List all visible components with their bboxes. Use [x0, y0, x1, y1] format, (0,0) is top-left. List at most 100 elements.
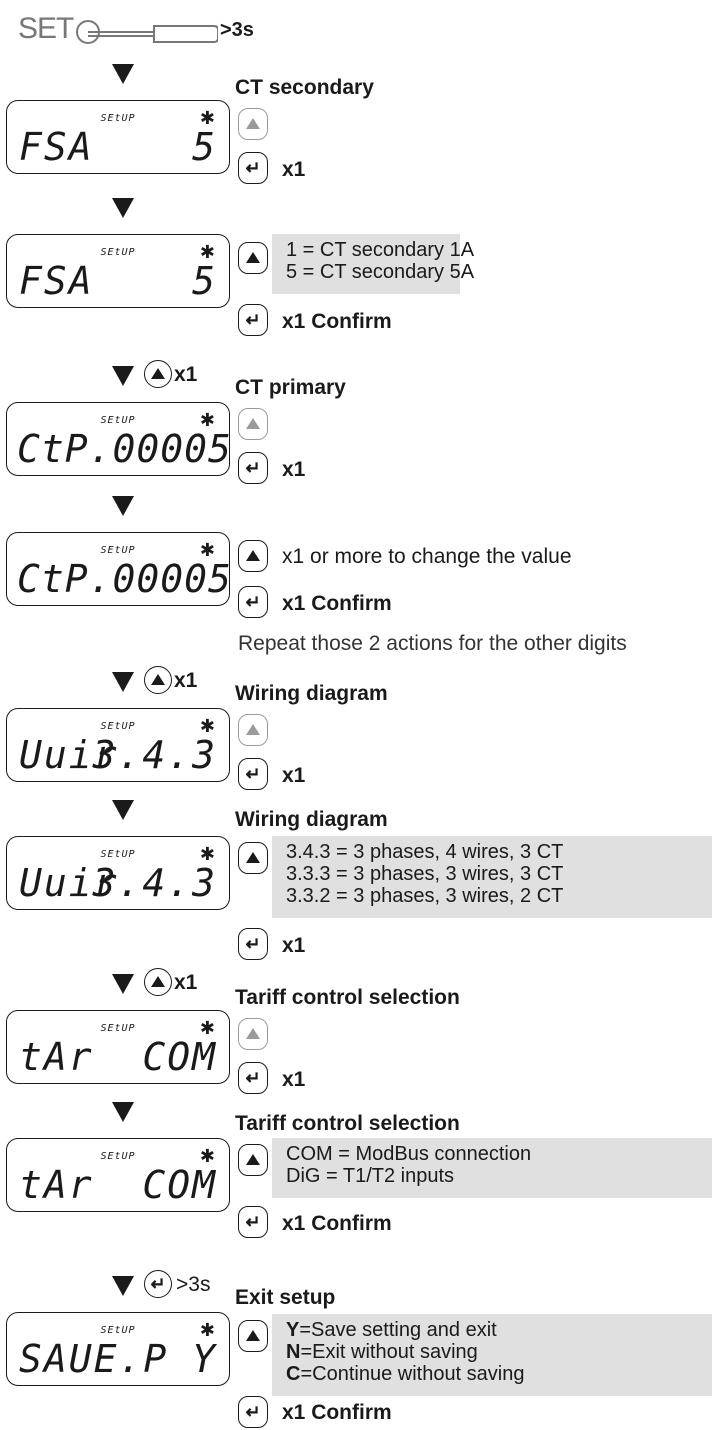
- confirm-label: x1 Confirm: [282, 1401, 392, 1424]
- arrow-hold-label: >3s: [176, 1273, 211, 1296]
- lcd-setup-label: SEtUP: [100, 545, 136, 556]
- options-note: [272, 1314, 712, 1396]
- lcd-setup-label: SEtUP: [100, 415, 136, 426]
- enter-count-label: x1: [282, 158, 306, 181]
- lcd-value: CtP.00005: [17, 557, 232, 601]
- lcd-panel: SEtUP ✱ CtP.00005: [6, 402, 231, 476]
- hold-time-label: >3s: [220, 19, 254, 41]
- lcd-left-value: FSA: [19, 125, 94, 169]
- up-key-icon: [144, 666, 172, 694]
- lcd-panel: SEtUP ✱ SAUE.P Y: [6, 1312, 230, 1386]
- up-key-icon: [144, 360, 172, 388]
- enter-count-label: x1: [282, 458, 306, 481]
- asterisk-icon: ✱: [199, 844, 215, 864]
- up-key-icon: [238, 714, 268, 746]
- options-note: [272, 1138, 712, 1198]
- lcd-right-value: 5: [192, 125, 217, 169]
- enter-count-label: x1: [282, 764, 306, 787]
- up-key-icon: [238, 1144, 268, 1176]
- lcd-left-value: FSA: [19, 259, 94, 303]
- option-text: =Continue without saving: [300, 1363, 525, 1385]
- lcd-left-value: tAr: [19, 1163, 94, 1207]
- option-key: C: [286, 1363, 301, 1385]
- asterisk-icon: ✱: [199, 1320, 215, 1340]
- step-title: CT primary: [235, 376, 346, 399]
- up-key-icon: [144, 968, 172, 996]
- flow-arrow-icon: [112, 1102, 134, 1122]
- enter-key-icon: ↵: [238, 1206, 268, 1238]
- flow-arrow-icon: [112, 198, 134, 218]
- asterisk-icon: ✱: [199, 1146, 215, 1166]
- arrow-count-label: x1: [174, 669, 198, 692]
- option-line: 5 = CT secondary 5A: [286, 261, 475, 283]
- asterisk-icon: ✱: [199, 242, 215, 262]
- enter-key-icon: ↵: [238, 1396, 268, 1428]
- lcd-setup-label: SEtUP: [100, 849, 136, 860]
- enter-key-icon: ↵: [238, 586, 268, 618]
- option-line: 3.3.3 = 3 phases, 3 wires, 3 CT: [286, 863, 564, 885]
- option-key: N: [286, 1341, 301, 1363]
- step-title: CT secondary: [235, 76, 374, 99]
- options-note: [272, 836, 712, 918]
- lcd-right-value: 3.4.3: [92, 861, 217, 905]
- flow-arrow-icon: [112, 496, 134, 516]
- arrow-count-label: x1: [174, 363, 198, 386]
- enter-key-icon: ↵: [238, 758, 268, 790]
- option-text: =Save setting and exit: [299, 1319, 497, 1341]
- repeat-note: Repeat those 2 actions for the other dig…: [238, 632, 627, 655]
- option-key: Y: [286, 1319, 300, 1341]
- lcd-panel: SEtUP ✱ Uuir 3.4.3: [6, 836, 230, 910]
- step-title: Tariff control selection: [235, 986, 460, 1009]
- option-line: 3.4.3 = 3 phases, 4 wires, 3 CT: [286, 841, 564, 863]
- option-line: 3.3.2 = 3 phases, 3 wires, 2 CT: [286, 885, 564, 907]
- lcd-setup-label: SEtUP: [100, 1151, 136, 1162]
- lcd-left-value: tAr: [19, 1035, 94, 1079]
- lcd-right-value: COM: [142, 1163, 217, 1207]
- step-title: Wiring diagram: [235, 682, 388, 705]
- flow-arrow-icon: [112, 800, 134, 820]
- enter-key-icon: ↵: [238, 152, 268, 184]
- lcd-panel: SEtUP ✱ Uuir 3.4.3: [6, 708, 230, 782]
- up-key-icon: [238, 1018, 268, 1050]
- up-key-icon: [238, 408, 268, 440]
- lcd-right-value: 3.4.3: [92, 733, 217, 777]
- change-value-label: x1 or more to change the value: [282, 545, 572, 568]
- asterisk-icon: ✱: [199, 108, 215, 128]
- asterisk-icon: ✱: [199, 540, 215, 560]
- options-note: [272, 234, 460, 294]
- asterisk-icon: ✱: [199, 1018, 215, 1038]
- lcd-panel: SEtUP ✱ tAr COM: [6, 1010, 230, 1084]
- enter-count-label: x1: [282, 934, 306, 957]
- flow-arrow-icon: [112, 672, 134, 692]
- enter-count-label: x1: [282, 1068, 306, 1091]
- lcd-setup-label: SEtUP: [100, 1023, 136, 1034]
- option-line: COM = ModBus connection: [286, 1143, 532, 1165]
- confirm-label: x1 Confirm: [282, 310, 392, 333]
- lcd-panel: SEtUP ✱ FSA 5: [6, 234, 230, 308]
- confirm-label: x1 Confirm: [282, 592, 392, 615]
- lcd-setup-label: SEtUP: [100, 247, 136, 258]
- asterisk-icon: ✱: [199, 716, 215, 736]
- up-key-icon: [238, 108, 268, 140]
- lcd-right-value: COM: [142, 1035, 217, 1079]
- enter-key-icon: ↵: [238, 304, 268, 336]
- flow-arrow-icon: [112, 1276, 134, 1296]
- up-key-icon: [238, 242, 268, 274]
- lcd-setup-label: SEtUP: [100, 721, 136, 732]
- enter-key-icon: ↵: [144, 1270, 172, 1298]
- arrow-count-label: x1: [174, 971, 198, 994]
- lcd-left-value: Uuir: [19, 733, 119, 777]
- lcd-right-value: 5: [192, 259, 217, 303]
- lcd-left-value: SAUE.P: [19, 1337, 169, 1381]
- screwdriver-icon: [76, 20, 218, 44]
- lcd-panel: SEtUP ✱ CtP.00005: [6, 532, 232, 606]
- flow-arrow-icon: [112, 974, 134, 994]
- enter-key-icon: ↵: [238, 452, 268, 484]
- lcd-panel: SEtUP ✱ FSA 5: [6, 100, 230, 174]
- set-label: SET: [18, 12, 74, 45]
- up-key-icon: [238, 842, 268, 874]
- option-text: =Exit without saving: [300, 1341, 478, 1363]
- step-title: Tariff control selection: [235, 1112, 460, 1135]
- enter-key-icon: ↵: [238, 1062, 268, 1094]
- option-line: N=Exit without saving: [286, 1342, 478, 1363]
